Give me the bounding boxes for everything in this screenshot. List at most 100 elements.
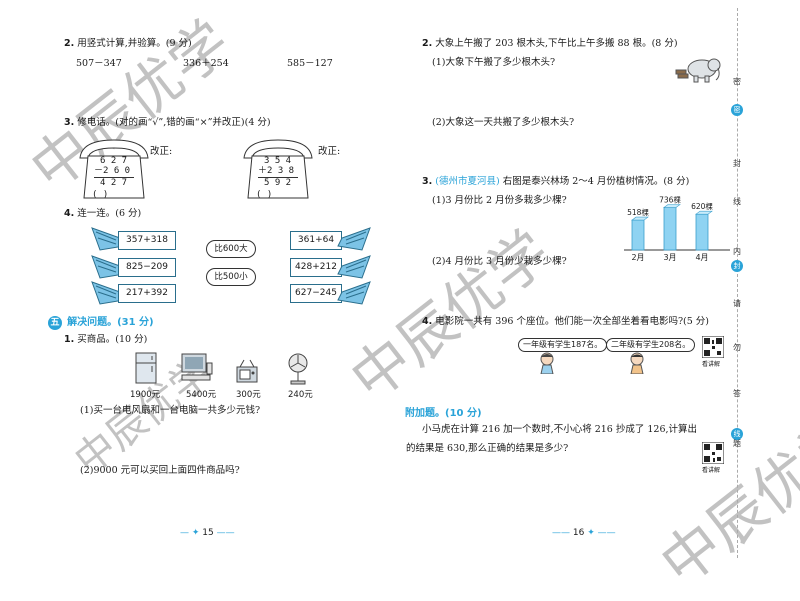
binding-char: 答 — [733, 389, 741, 398]
phone-line-2: ＋2 3 8 — [258, 166, 295, 176]
price-label: 5400元 — [186, 390, 217, 400]
chart-data-label: 620棵 — [691, 201, 713, 211]
left-q2: 2. 用竖式计算,并验算。(9 分) — [64, 38, 192, 50]
question-title: 修电话。(对的画“√”,错的画“×”并改正)(4 分) — [77, 117, 271, 128]
chart-category-label: 4月 — [695, 253, 708, 262]
sub-question: (2)4 月份比 3 月份少栽多少棵? — [432, 256, 567, 267]
question-number: 1. — [64, 334, 75, 345]
fan-icon — [288, 353, 308, 385]
connect-card-right: 361+64 — [290, 231, 342, 250]
section-badge: 五 — [48, 316, 62, 330]
connect-card-left: 357+318 — [118, 231, 176, 250]
binding-char: 请 — [733, 299, 741, 308]
left-q3: 3. 修电话。(对的画“√”,错的画“×”并改正)(4 分) — [64, 117, 271, 129]
question-title: 电影院一共有 396 个座位。他们能一次全部坐着看电影吗?(5 分) — [435, 316, 710, 327]
bonus-title: 附加题。(10 分) — [405, 408, 482, 419]
qr-code-icon[interactable] — [702, 442, 724, 464]
sub-question: (2)大象这一天共搬了多少根木头? — [432, 117, 575, 128]
fix-label: 改正: — [150, 146, 173, 157]
chart-bar — [631, 219, 645, 251]
sub-question: (2)9000 元可以买回上面四件商品吗? — [80, 465, 240, 476]
boy-icon — [630, 352, 644, 374]
binding-badge: 线 — [731, 428, 743, 440]
bonus-line: 小马虎在计算 216 加一个数时,不小心将 216 抄成了 126,计算出 — [422, 424, 698, 435]
connect-card-left: 217+392 — [118, 284, 176, 303]
binding-char: 题 — [733, 439, 741, 448]
connect-card-right: 428+212 — [290, 258, 342, 277]
phone-line-3: 4 2 7 — [100, 178, 128, 188]
chart-bar — [663, 207, 677, 251]
question-title: 大象上午搬了 203 根木头,下午比上午多搬 88 根。(8 分) — [435, 38, 678, 49]
fix-label: 改正: — [318, 146, 341, 157]
left-q1: 1. 买商品。(10 分) — [64, 334, 147, 346]
elephant-icon — [675, 58, 721, 83]
sub-question: (1)3 月份比 2 月份多栽多少棵? — [432, 195, 567, 206]
price-label: 1900元 — [130, 390, 161, 400]
connect-target: 比600大 — [206, 240, 256, 258]
connect-card-left: 825−209 — [118, 258, 176, 277]
phone-divider — [94, 177, 134, 178]
page-number-text: 15 — [202, 528, 214, 538]
speech-bubble: 一年级有学生187名。 — [518, 338, 608, 352]
computer-icon — [181, 353, 213, 381]
question-number: 3. — [64, 117, 75, 128]
bird-icon — [337, 227, 371, 251]
connect-target: 比500小 — [206, 268, 256, 286]
question-title: 用竖式计算,并验算。(9 分) — [77, 38, 192, 49]
section-title: 解决问题。(31 分) — [67, 317, 154, 328]
question-title: 连一连。(6 分) — [77, 208, 142, 219]
question-title: 买商品。(10 分) — [77, 334, 148, 345]
answer-paren: ( ) — [256, 190, 273, 200]
left-q4: 4. 连一连。(6 分) — [64, 208, 141, 220]
bonus-line: 的结果是 630,那么正确的结果是多少? — [406, 443, 569, 454]
phone-line-2: －2 6 0 — [94, 166, 131, 176]
chart-bar-top — [695, 210, 713, 215]
chart-category-label: 2月 — [631, 253, 644, 262]
binding-line — [737, 8, 738, 558]
phone-line-3: 5 9 2 — [264, 178, 292, 188]
chart-data-label: 518棵 — [627, 207, 649, 217]
sub-question: (1)买一台电风扇和一台电脑一共多少元钱? — [80, 405, 261, 416]
question-number: 4. — [422, 316, 433, 327]
question-source: (德州市夏河县) — [435, 176, 500, 187]
phone-divider — [258, 177, 298, 178]
speech-bubble: 二年级有学生208名。 — [606, 338, 696, 352]
binding-char: 封 — [733, 159, 741, 168]
question-title: 右图是泰兴林场 2～4 月份植树情况。(8 分) — [502, 176, 690, 187]
qr-label: 看讲解 — [702, 361, 721, 368]
price-label: 300元 — [236, 390, 261, 400]
binding-badge: 封 — [731, 260, 743, 272]
binding-char: 线 — [733, 197, 741, 206]
chart-category-label: 3月 — [663, 253, 676, 262]
page-number: — ✦ 15 —— — [180, 528, 235, 538]
chart-bar-top — [663, 204, 681, 208]
right-q3: 3. (德州市夏河县) 右图是泰兴林场 2～4 月份植树情况。(8 分) — [422, 176, 689, 188]
binding-char: 内 — [733, 247, 741, 256]
page-number-text: 16 — [572, 528, 585, 538]
binding-char: 密 — [733, 77, 741, 86]
answer-paren: ( ) — [92, 190, 109, 200]
expression: 336＋254 — [183, 58, 229, 69]
bird-icon — [337, 281, 371, 305]
question-number: 3. — [422, 176, 433, 187]
radio-icon — [236, 359, 258, 383]
girl-icon — [540, 352, 554, 374]
phone-line-1: 6 2 7 — [100, 156, 128, 166]
chart-data-label: 736棵 — [659, 196, 681, 204]
section-header: 五 解决问题。(31 分) — [48, 310, 154, 330]
refrigerator-icon — [135, 352, 157, 384]
connect-card-right: 627−245 — [290, 284, 342, 303]
planting-bar-chart: 518棵 2月 736棵 3月 620棵 4月 — [624, 196, 730, 262]
question-number: 2. — [64, 38, 75, 49]
price-label: 240元 — [288, 390, 313, 400]
qr-code-icon[interactable] — [702, 336, 724, 358]
binding-char: 勿 — [733, 343, 741, 352]
bird-icon — [91, 281, 125, 305]
binding-badge: 密 — [731, 104, 743, 116]
chart-bar-top — [631, 216, 649, 221]
question-number: 2. — [422, 38, 433, 49]
phone-line-1: 3 5 4 — [264, 156, 292, 166]
right-q2: 2. 大象上午搬了 203 根木头,下午比上午多搬 88 根。(8 分) — [422, 38, 678, 50]
qr-label: 看讲解 — [702, 467, 721, 474]
expression: 507－347 — [76, 58, 122, 69]
